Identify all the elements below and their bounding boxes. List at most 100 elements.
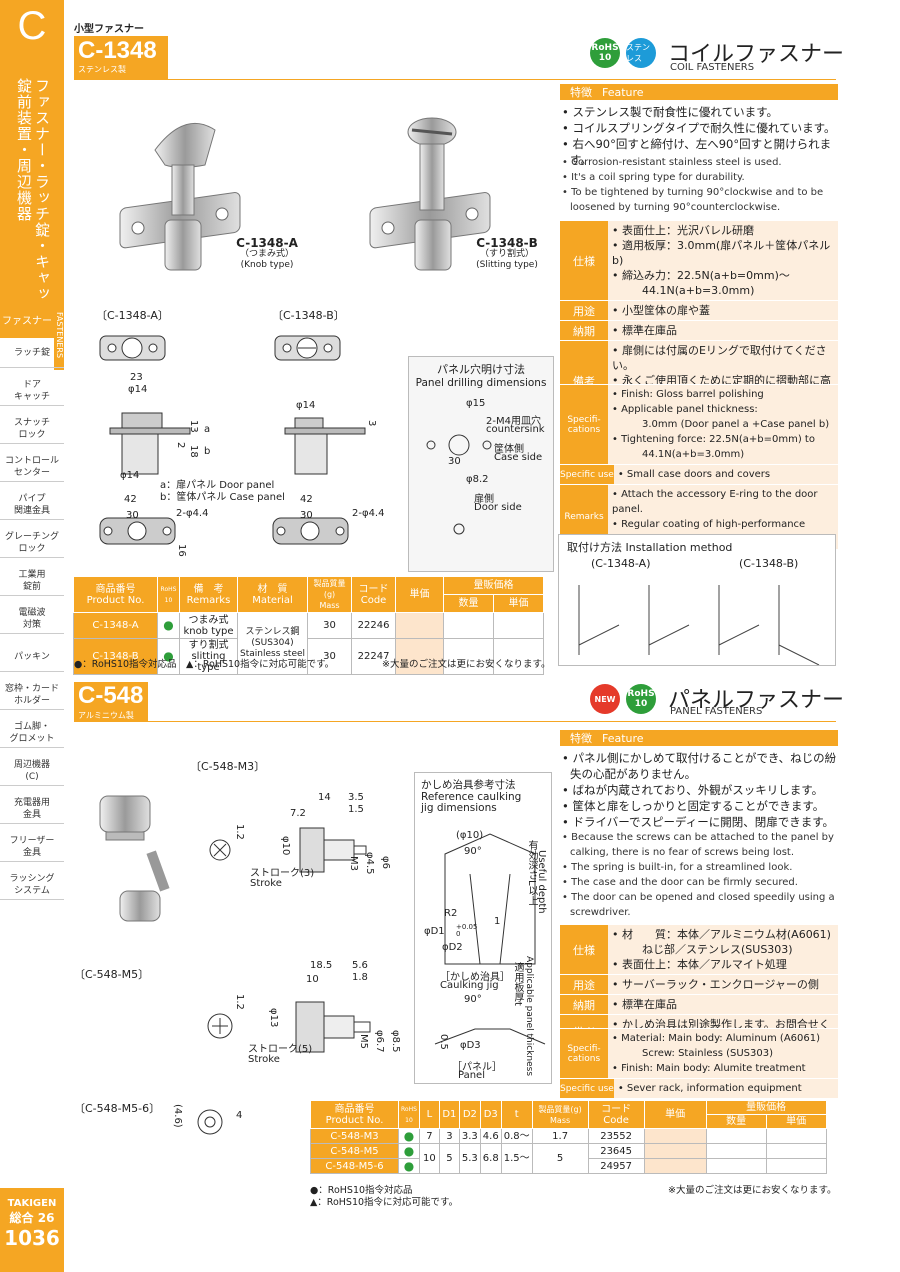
sidebar-item-7[interactable]: 電磁波 対策 <box>0 604 64 634</box>
sidebar-item-14[interactable]: ラッシング システム <box>0 870 64 900</box>
installation-drawing <box>578 585 820 665</box>
panel-phi15: φ15 <box>466 398 486 409</box>
page-number: 1036 <box>4 1226 60 1250</box>
qty-cell <box>443 612 495 639</box>
panel-m4: 2-M4用皿穴 <box>486 416 541 427</box>
table-cell: 6.8 <box>479 1143 502 1174</box>
dim-3: 3 <box>366 420 377 427</box>
product2-title-en: PANEL FASTENERS <box>670 706 763 717</box>
m56-label: 〔C-548-M5-6〕 <box>74 1102 161 1115</box>
sidebar-item-3[interactable]: コントロール センター <box>0 452 64 482</box>
spec-line: 3.0mm (Door panel a +Case panel b) <box>642 419 830 430</box>
th: D3 <box>479 1100 502 1129</box>
product2-footnote-2: ▲：RoHS10指令に対応可能です。 <box>310 1197 459 1208</box>
table-cell: 5.3 <box>458 1143 481 1174</box>
spec-row: Specifi- cations• Material: Main body: A… <box>560 1028 838 1078</box>
spec-line: • 締込み力：22.5N(a+b=0mm)～ <box>612 269 790 282</box>
sidebar-item-4[interactable]: パイプ 関連金具 <box>0 490 64 520</box>
jig-panel-en: Panel <box>458 1070 485 1081</box>
sidebar-item-9[interactable]: 窓枠・カード ホルダー <box>0 680 64 710</box>
spec-head: 仕様 <box>560 925 608 974</box>
jig-panel-jp: ［パネル］ <box>452 1062 502 1073</box>
m5-stroke-jp: ストローク(5) <box>248 1044 313 1055</box>
product1-footnote-1: ●：RoHS10指令対応品 ▲：RoHS10指令に対応可能です。 <box>74 659 335 670</box>
dim-b: b <box>204 446 211 457</box>
sidebar-item-11[interactable]: 周辺機器 (C) <box>0 756 64 786</box>
variant-b-name: C-1348-B <box>476 236 538 250</box>
sidebar-item-13[interactable]: フリーザー 金具 <box>0 832 64 862</box>
th: Product No. <box>325 1114 384 1126</box>
table-cell: 4.6 <box>479 1128 502 1144</box>
m3-14: 14 <box>318 792 331 803</box>
spec-line: • 標準在庫品 <box>612 998 677 1011</box>
jig-90b: 90° <box>464 994 482 1005</box>
feature-list-jp-2: • パネル側にかしめて取付けることができ、ねじの紛失の心配がありません。• ばね… <box>562 750 840 830</box>
table-cell: ● <box>157 612 180 639</box>
table-cell: 5 <box>438 1143 460 1174</box>
spec-line: • Small case doors and covers <box>617 469 771 480</box>
sidebar-item-10[interactable]: ゴム脚・ グロメット <box>0 718 64 748</box>
sidebar-item-5[interactable]: グレーチング ロック <box>0 528 64 558</box>
sidebar-item-6[interactable]: 工業用 錠前 <box>0 566 64 596</box>
panel-case-en: Case side <box>494 452 543 463</box>
spec-line: • 表面仕上：光沢バレル研磨 <box>612 224 754 237</box>
sidebar-item-12[interactable]: 充電器用 金具 <box>0 794 64 824</box>
divider <box>168 79 836 80</box>
unit-cell <box>765 1128 827 1144</box>
product1-code-tag: C-1348 ステンレス製 <box>74 36 168 80</box>
feature-item: • ばねが内蔵されており、外観がスッキリします。 <box>562 783 824 797</box>
variant-b-en: (Slitting type) <box>476 260 538 270</box>
table-cell: 7 <box>418 1128 440 1144</box>
feature-list-en-2: • Because the screws can be attached to … <box>562 830 840 920</box>
qty-cell <box>705 1143 767 1159</box>
jig-1: 1 <box>494 916 501 927</box>
unit-cell <box>765 1143 827 1159</box>
m3-15: 1.5 <box>348 804 364 815</box>
spec-table-en-1: Specifi- cations• Finish: Gloss barrel p… <box>560 384 838 549</box>
feature-list-en-1: • Corrosion-resistant stainless steel is… <box>562 155 840 215</box>
sidebar-item-8[interactable]: パッキン <box>0 642 64 672</box>
spec-line: • 扉側には付属のEリングで取付けてください。 <box>612 344 827 372</box>
jig-phid3: φD3 <box>460 1040 481 1051</box>
th: Remarks <box>186 594 231 606</box>
feature-item: • The spring is built-in, for a streamli… <box>562 862 793 873</box>
table-cell: 10 <box>418 1143 440 1174</box>
spec-line: • Finish: Gloss barrel polishing <box>612 389 764 400</box>
sidebar-item-1[interactable]: ドア キャッチ <box>0 376 64 406</box>
table-cell: ● <box>398 1158 420 1174</box>
spec-line: 44.1N(a+b=3.0mm) <box>642 284 755 297</box>
remark-en: slitting type <box>191 651 226 673</box>
product-photo-c548 <box>99 795 170 922</box>
m5-stroke-en: Stroke <box>248 1054 280 1065</box>
spec-body: • Finish: Gloss barrel polishing• Applic… <box>608 385 838 464</box>
feature-item: • ステンレス製で耐食性に優れています。 <box>562 105 778 119</box>
table-cell: 3.3 <box>458 1128 481 1144</box>
panel-drilling-drawing <box>426 434 492 535</box>
m5-label: 〔C-548-M5〕 <box>74 968 150 981</box>
install-title-jp: 取付け方法 <box>567 541 622 554</box>
sidebar-item-fasteners[interactable]: ファスナー <box>0 300 54 338</box>
spec-row: Specifi- cations• Finish: Gloss barrel p… <box>560 384 838 464</box>
product1-material-tag: ステンレス製 <box>78 65 126 74</box>
sidebar-item-0[interactable]: ラッチ錠 <box>0 338 64 368</box>
spec-body: • Sever rack, information equipment <box>613 1079 838 1098</box>
panel-countersink: countersink <box>486 424 545 435</box>
price-cell <box>643 1158 707 1174</box>
th: Code <box>603 1114 629 1126</box>
th: 数量 <box>705 1114 767 1129</box>
feature-item: • Because the screws can be attached to … <box>562 832 834 858</box>
dim-16: 16 <box>176 544 187 557</box>
section-letter: C <box>17 4 47 48</box>
m5-10: 10 <box>306 974 319 985</box>
jig-r2: R2 <box>444 908 458 919</box>
sidebar-item-2[interactable]: スナッチ ロック <box>0 414 64 444</box>
product1-title-en: COIL FASTENERS <box>670 62 755 73</box>
stainless-icon: ステンレス <box>626 38 656 68</box>
product2-footnote-1: ●：RoHS10指令対応品 <box>310 1185 413 1196</box>
feature-label-jp-2: 特徴 <box>570 732 592 745</box>
th: 商品番号 <box>334 1103 375 1115</box>
spec-head: Specifi- cations <box>560 385 608 464</box>
feature-list-jp-1: • ステンレス製で耐食性に優れています。• コイルスプリングタイプで耐久性に優れ… <box>562 104 840 168</box>
